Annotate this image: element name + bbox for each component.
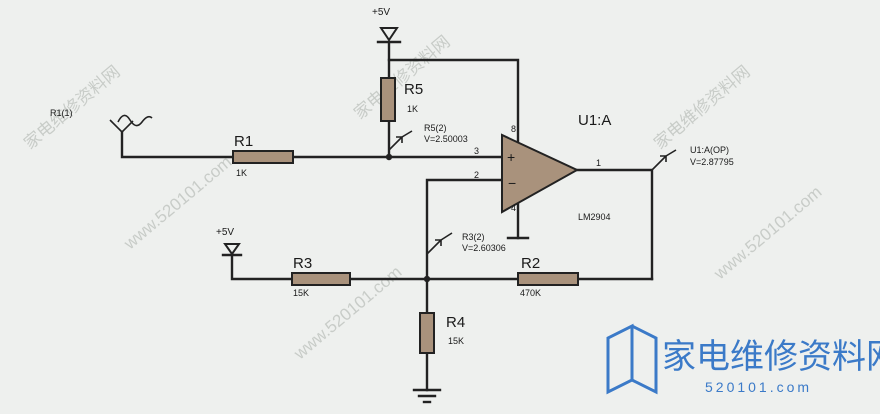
wire-vcc-opamp [387,58,520,147]
book-icon [606,323,634,395]
watermark-url: www.520101.com [120,152,236,253]
resistor-body [232,150,294,164]
opamp-plus-sign: + [507,149,515,165]
resistor-r2: R2 470K [517,255,579,298]
probe-reading: V=2.60306 [462,243,506,253]
probe-arrow-icon [426,239,443,255]
pin-label: 1 [596,158,601,168]
watermark-logo: 家电维修资料网 520101.com [606,323,880,395]
pin-label: 8 [511,124,516,134]
opamp-minus-sign: − [508,175,516,191]
probe-name: R3(2) [462,232,485,242]
probe-name: R5(2) [424,123,447,133]
wire-source [120,130,235,159]
resistor-name: R1 [234,133,253,150]
probe-arrow-icon [651,155,668,171]
wire-output [575,168,654,281]
watermark-url: www.520101.com [710,182,826,283]
power-label: +5V [372,7,390,18]
junction-dot [423,275,431,283]
logo-text: 家电维修资料网 [662,337,880,377]
resistor-name: R2 [521,255,540,272]
ground-symbol [412,388,442,404]
opamp-u1a: + − U1:A LM2904 3 2 1 8 4 [474,112,611,222]
logo-url: 520101.com [705,379,812,395]
resistor-name: R5 [404,81,423,98]
junction-dot [385,153,393,161]
resistor-r1: R1 1K [232,133,294,178]
voltage-probe-r3: R3(2) V=2.60306 [426,232,506,255]
power-label: +5V [216,227,234,238]
pin-label: 3 [474,146,479,156]
power-arrow-icon [223,243,241,256]
resistor-name: R3 [293,255,312,272]
resistor-r4: R4 15K [419,312,465,354]
opamp-ref: U1:A [578,112,611,129]
opamp-part: LM2904 [578,212,611,222]
resistor-body [291,272,351,286]
watermark-text: 家电维修资料网 [350,32,453,123]
voltage-probe-out: U1:A(OP) V=2.87795 [651,145,734,171]
wire-inverting [425,178,504,392]
resistor-value: 15K [448,336,464,346]
resistor-value: 470K [520,288,541,298]
probe-reading: V=2.50003 [424,134,468,144]
resistor-body [517,272,579,286]
resistor-value: 15K [293,288,309,298]
power-symbol-top: +5V [372,7,402,44]
resistor-name: R4 [446,314,465,331]
resistor-r5: R5 1K [380,77,423,122]
pin-label: 4 [511,203,516,213]
sine-wave-icon [117,114,153,127]
probe-name: U1:A(OP) [690,145,729,155]
sine-source: R1(1) [50,108,153,133]
resistor-value: 1K [407,104,418,114]
resistor-r3: R3 15K [291,255,351,298]
power-arrow-icon [379,27,399,42]
power-symbol-left: +5V [216,227,243,257]
voltage-probe-r5: R5(2) V=2.50003 [388,123,468,151]
source-label: R1(1) [50,108,73,118]
resistor-body [419,312,435,354]
watermark-text: 家电维修资料网 [650,62,753,153]
wire-vcc-r3 [230,253,294,281]
probe-reading: V=2.87795 [690,157,734,167]
resistor-body [380,77,396,122]
opamp-triangle-icon [501,133,580,214]
resistor-value: 1K [236,168,247,178]
pin-label: 2 [474,170,479,180]
probe-arrow-icon [388,136,404,151]
